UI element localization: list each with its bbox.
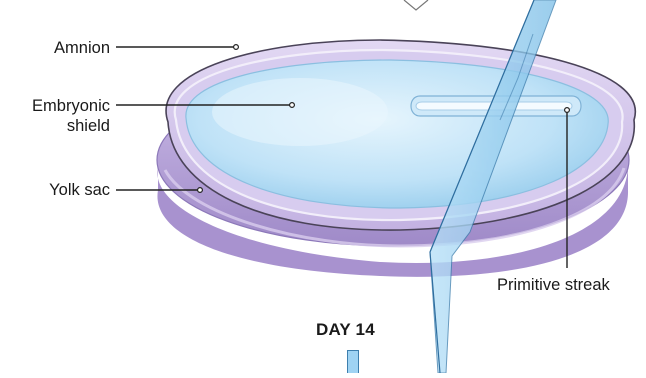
- embryonic-shield-label: Embryonic shield: [0, 96, 110, 136]
- stage-marker: [347, 350, 359, 373]
- stage-label: DAY 14: [316, 320, 375, 340]
- primitive-streak-label: Primitive streak: [497, 275, 610, 295]
- top-pointer: [404, 0, 428, 10]
- embryonic-shield-label-line2: shield: [0, 116, 110, 136]
- embryonic-shield-label-line1: Embryonic: [0, 96, 110, 116]
- amnion-label: Amnion: [54, 38, 110, 58]
- yolk-sac-label: Yolk sac: [49, 180, 110, 200]
